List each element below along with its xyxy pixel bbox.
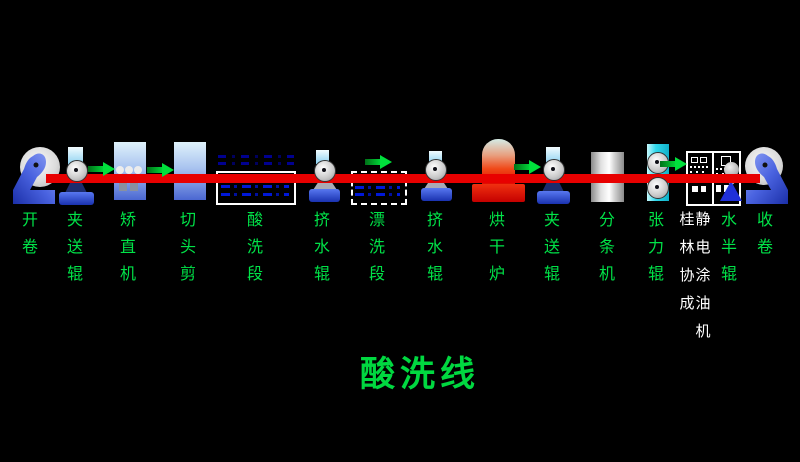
label-pinch-roll-1: 夹送辊: [66, 210, 83, 283]
flow-arrow-icon: [88, 162, 115, 176]
oiler-dot: [694, 166, 696, 168]
label-straightener: 矫直机: [119, 210, 136, 283]
straightener-roll-icon: [134, 166, 142, 174]
crop-shear-machine: [174, 142, 206, 200]
label-maker-name: 桂林协成: [679, 210, 695, 312]
label-deflector-roll: 水半辊: [720, 210, 737, 283]
pickling-vapor: [218, 155, 294, 158]
deflector-roll-wheel: [724, 162, 739, 177]
oiler-panel-icon: [691, 157, 698, 163]
label-drying-furnace: 烘干炉: [488, 210, 505, 283]
label-pickling-section: 酸洗段: [246, 210, 263, 283]
label-recoiler: 收卷: [756, 210, 773, 256]
squeeze-roll-1-base: [309, 189, 340, 202]
rinse-water: [355, 193, 400, 196]
oiler-panel-icon: [701, 186, 706, 192]
pickling-acid: [221, 193, 289, 196]
oiler-dot: [690, 171, 692, 173]
squeeze-roll-2-wedge: [424, 180, 448, 189]
pinch-roll-1-wedge: [65, 182, 87, 193]
pinch-roll-1-base: [59, 192, 94, 205]
pinch-roll-2-base: [537, 191, 570, 204]
straightener-roll-icon: [130, 183, 138, 191]
oiler-dot: [706, 166, 708, 168]
straightener-roll-icon: [119, 183, 127, 191]
pickling-acid: [221, 185, 289, 188]
flow-arrow-icon: [365, 155, 392, 169]
label-tension-roll: 张力辊: [647, 210, 664, 283]
label-squeeze-roll-2: 挤水辊: [426, 210, 443, 283]
oiler-panel-icon: [716, 185, 721, 192]
drying-furnace-base: [472, 184, 525, 202]
oiler-panel-icon: [692, 186, 698, 192]
straightener-roll-icon: [116, 166, 124, 174]
label-electrostatic-oiler: 静电涂油机: [695, 210, 711, 340]
oiler-dot: [698, 166, 700, 168]
pinch-roll-2-wheel: [543, 159, 565, 181]
rinse-water: [355, 186, 400, 189]
pinch-roll-2-wedge: [542, 181, 564, 192]
straightener-roll-icon: [125, 166, 133, 174]
oiler-dot: [696, 171, 698, 173]
flow-arrow-icon: [514, 160, 541, 174]
oiler-dot: [702, 166, 704, 168]
squeeze-roll-1-wheel: [314, 160, 336, 182]
tension-roll-wheel: [647, 177, 669, 199]
label-pinch-roll-2: 夹送辊: [543, 210, 560, 283]
squeeze-roll-2-wheel: [425, 159, 447, 181]
label-squeeze-roll-1: 挤水辊: [313, 210, 330, 283]
recoiler-arm: [746, 153, 788, 204]
flow-arrow-icon: [660, 157, 687, 171]
label-crop-shear: 切头剪: [179, 210, 196, 283]
oiler-dot: [702, 171, 704, 173]
uncoiler-arm: [13, 153, 55, 204]
oiler-dot: [720, 168, 722, 170]
oiler-panel-icon: [700, 157, 707, 163]
deflector-roll-base: [720, 181, 742, 201]
oiler-dot: [716, 168, 718, 170]
label-slitter: 分条机: [598, 210, 615, 283]
label-rinse-section: 漂洗段: [368, 210, 385, 283]
pickling-vapor: [218, 162, 294, 165]
pinch-roll-1-wheel: [66, 160, 88, 182]
squeeze-roll-2-base: [421, 188, 452, 201]
flow-arrow-icon: [147, 163, 174, 177]
oiler-dot: [690, 166, 692, 168]
strip-line: [46, 174, 760, 183]
page-title: 酸洗线: [359, 354, 480, 395]
squeeze-roll-1-wedge: [313, 181, 337, 190]
label-uncoiler: 开卷: [21, 210, 38, 256]
